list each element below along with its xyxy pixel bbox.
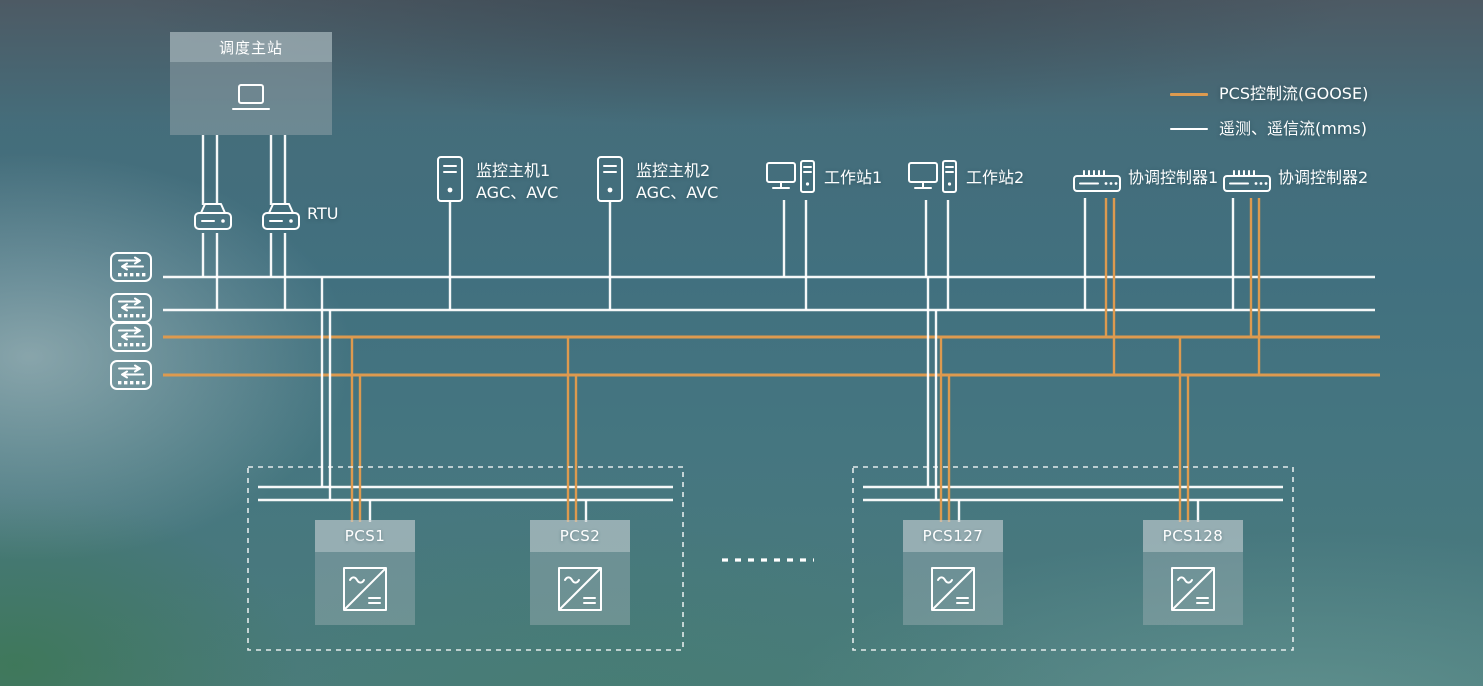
coord-controller-2-label: 协调控制器2 bbox=[1278, 168, 1369, 187]
ethernet-switch-icon bbox=[110, 252, 152, 282]
workstation-icon bbox=[908, 160, 958, 200]
pcs-unit-body bbox=[315, 552, 415, 625]
ethernet-switch-icon bbox=[110, 322, 152, 352]
legend: PCS控制流(GOOSE) 遥测、遥信流(mms) bbox=[1170, 83, 1368, 140]
rack-controller-icon bbox=[1072, 168, 1122, 198]
inverter-icon bbox=[557, 566, 603, 612]
rtu-device-1-icon bbox=[192, 200, 234, 234]
pcs-unit-title: PCS127 bbox=[903, 520, 1003, 552]
server-tower-icon bbox=[597, 156, 623, 202]
pcs-unit-body bbox=[1143, 552, 1243, 625]
group-mms-feeds bbox=[258, 277, 1283, 522]
goose-bus-lines bbox=[163, 335, 1380, 377]
inverter-icon bbox=[342, 566, 388, 612]
monitor-host-2-label: 监控主机2 AGC、AVC bbox=[636, 160, 718, 204]
legend-label-goose: PCS控制流(GOOSE) bbox=[1219, 84, 1369, 103]
rtu-label: RTU bbox=[307, 204, 339, 223]
inverter-icon bbox=[1170, 566, 1216, 612]
pcs-unit-title: PCS2 bbox=[530, 520, 630, 552]
rack-controller-icon bbox=[1222, 168, 1272, 198]
dispatch-master-title: 调度主站 bbox=[170, 32, 332, 62]
goose-line-swatch bbox=[1170, 92, 1208, 96]
laptop-icon bbox=[228, 83, 274, 115]
pcs-unit: PCS127 bbox=[903, 520, 1003, 625]
pcs-unit-body bbox=[903, 552, 1003, 625]
pcs-unit-title: PCS128 bbox=[1143, 520, 1243, 552]
ethernet-switch-icon bbox=[110, 293, 152, 323]
host-workstation-links bbox=[448, 200, 950, 310]
workstation-2-label: 工作站2 bbox=[966, 168, 1025, 187]
workstation-icon bbox=[766, 160, 816, 200]
dispatch-rtu-links bbox=[201, 135, 287, 310]
monitor-host-1-label: 监控主机1 AGC、AVC bbox=[476, 160, 558, 204]
dispatch-master-box: 调度主站 bbox=[170, 32, 332, 135]
pcs-unit: PCS1 bbox=[315, 520, 415, 625]
pcs-group-right-border bbox=[852, 466, 1294, 651]
coord-controller-links bbox=[1083, 198, 1261, 375]
ethernet-switch-icon bbox=[110, 360, 152, 390]
workstation-1-label: 工作站1 bbox=[824, 168, 883, 187]
pcs-unit-body bbox=[530, 552, 630, 625]
pcs-unit: PCS128 bbox=[1143, 520, 1243, 625]
monitor-host-2-sub: AGC、AVC bbox=[636, 183, 719, 202]
legend-label-mms: 遥测、遥信流(mms) bbox=[1219, 119, 1367, 138]
pcs-goose-feeds bbox=[350, 337, 1190, 522]
server-tower-icon bbox=[437, 156, 463, 202]
monitor-host-1-sub: AGC、AVC bbox=[476, 183, 559, 202]
legend-item-goose: PCS控制流(GOOSE) bbox=[1170, 83, 1368, 105]
coord-controller-1-label: 协调控制器1 bbox=[1128, 168, 1219, 187]
pcs-group-left-border bbox=[247, 466, 684, 651]
monitor-host-2-name: 监控主机2 bbox=[636, 161, 711, 180]
pcs-unit-title: PCS1 bbox=[315, 520, 415, 552]
mms-line-swatch bbox=[1170, 127, 1208, 131]
legend-item-mms: 遥测、遥信流(mms) bbox=[1170, 118, 1368, 140]
rtu-device-2-icon bbox=[260, 200, 302, 234]
monitor-host-1-name: 监控主机1 bbox=[476, 161, 551, 180]
inverter-icon bbox=[930, 566, 976, 612]
pcs-unit: PCS2 bbox=[530, 520, 630, 625]
mms-bus-lines bbox=[163, 275, 1375, 312]
dispatch-master-body bbox=[170, 62, 332, 135]
